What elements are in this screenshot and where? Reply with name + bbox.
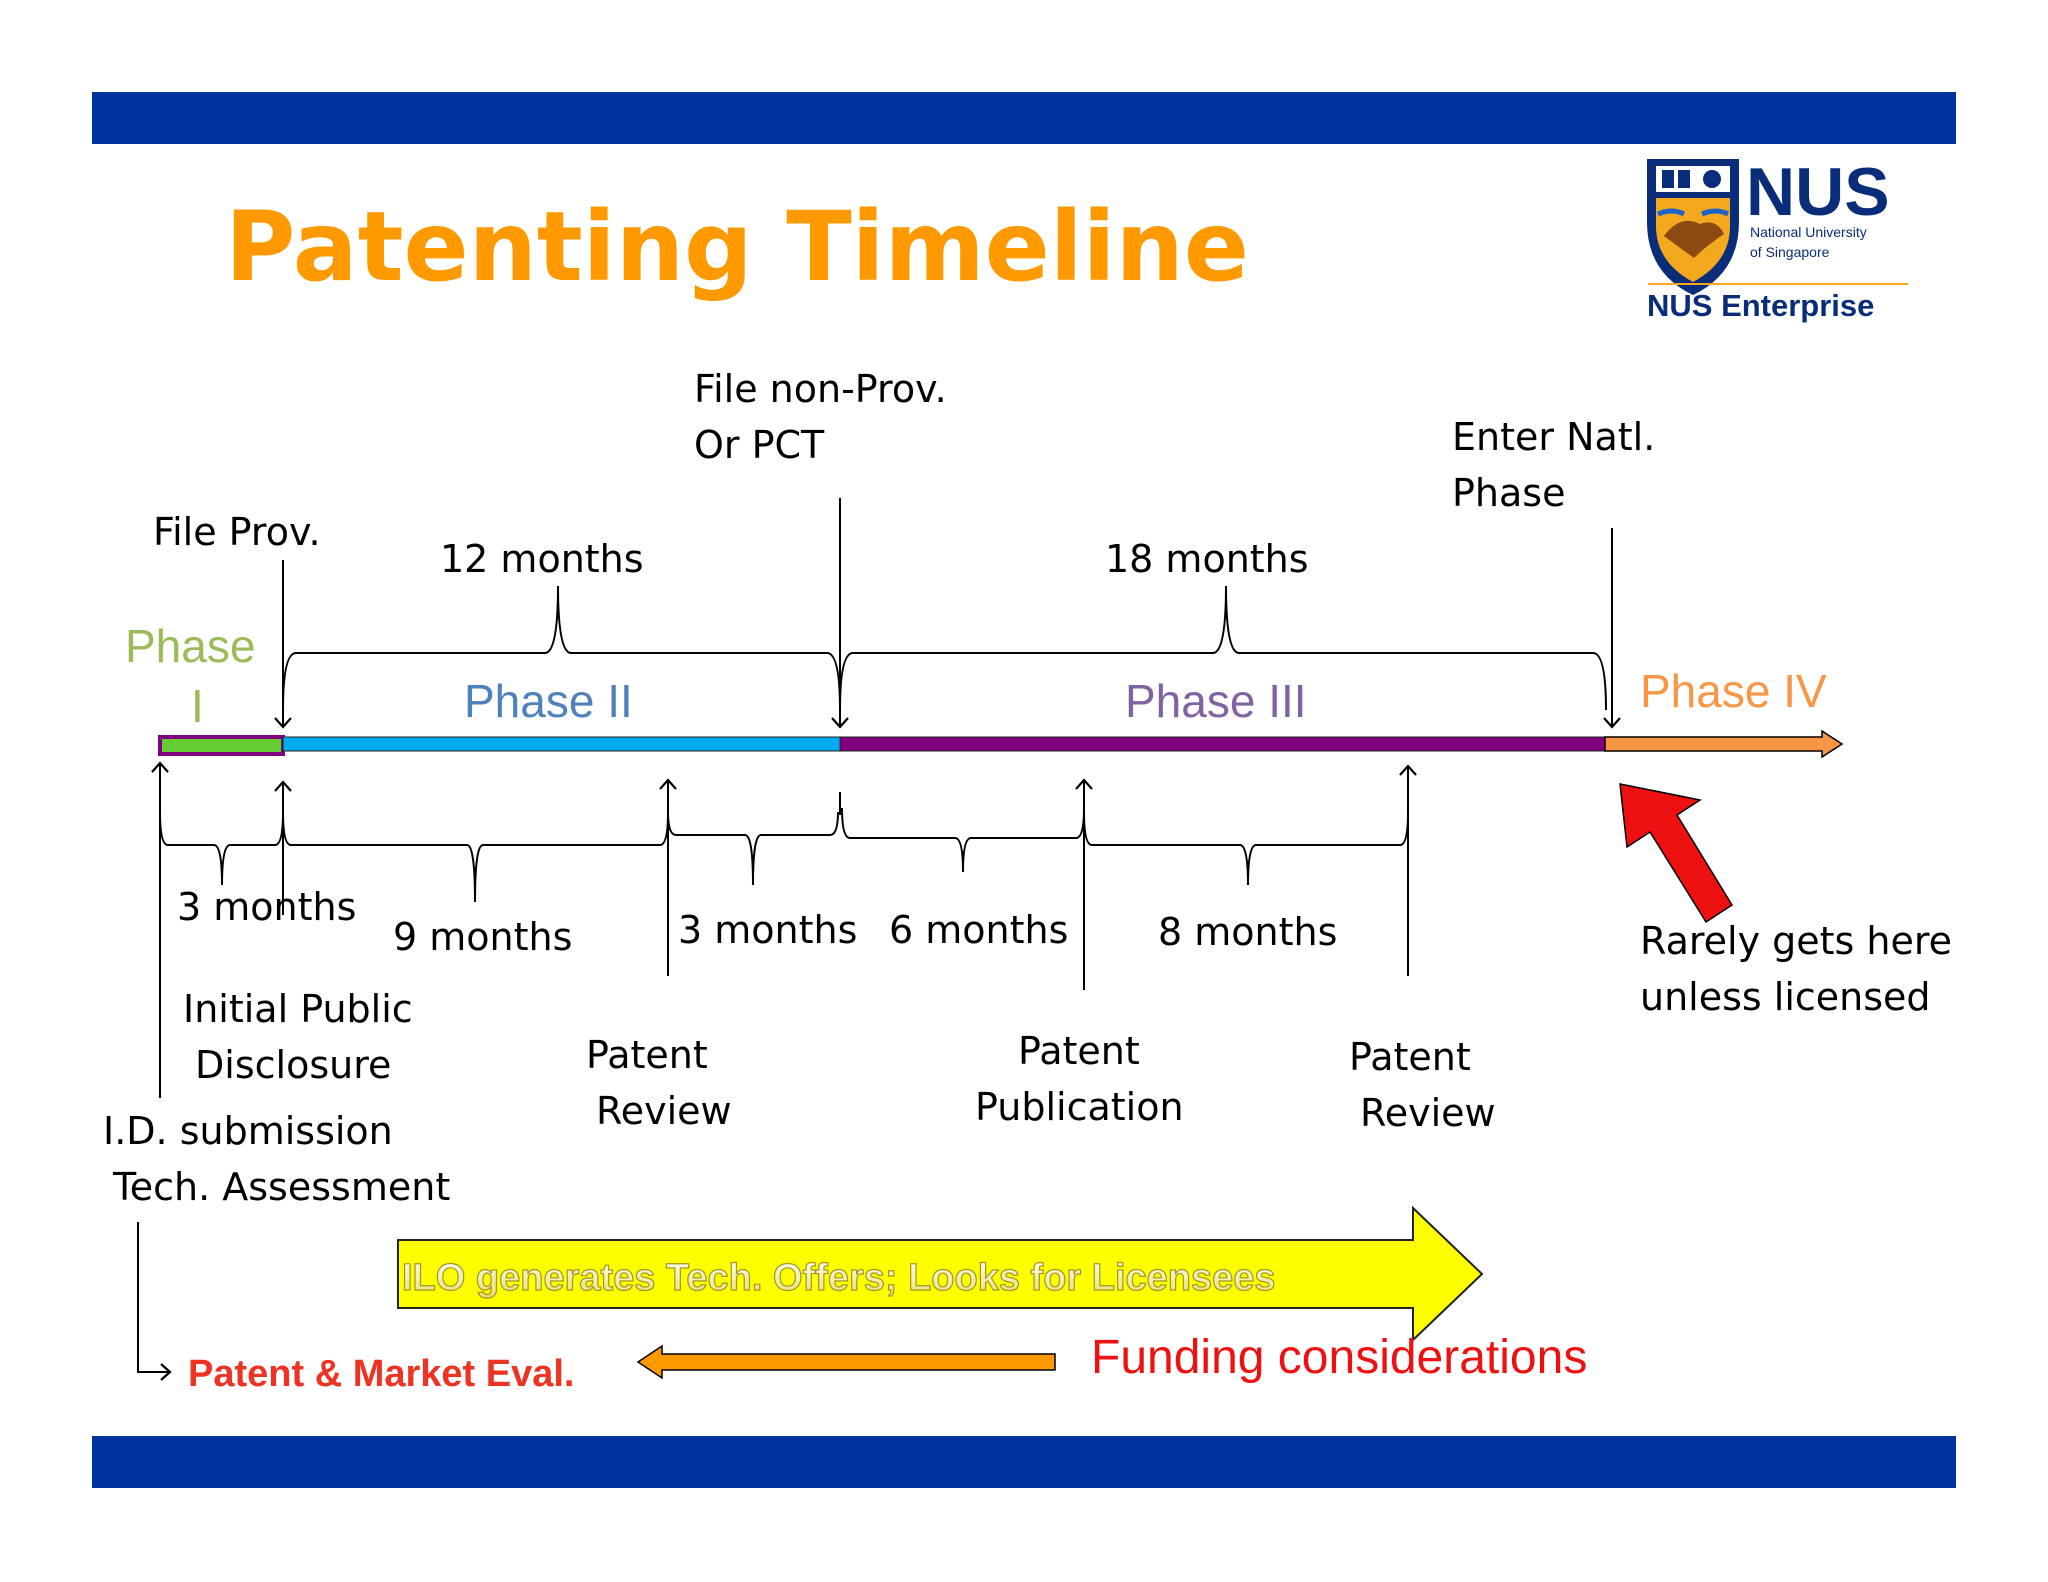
enter-natl-label-line2: Phase <box>1452 471 1565 515</box>
phase-3-bar <box>839 736 1606 752</box>
duration-18-months: 18 months <box>1105 537 1309 581</box>
duration-8-months: 8 months <box>1158 910 1337 954</box>
brace-12-months <box>282 585 841 711</box>
patent-market-eval-label: Patent & Market Eval. <box>188 1353 574 1395</box>
patent-publication-label-line1: Patent <box>1018 1029 1140 1073</box>
phase-1-label-line2: I <box>191 680 204 732</box>
page-title: Patenting Timeline <box>225 191 1249 303</box>
timeline-bar <box>158 729 1844 759</box>
red-arrow-icon <box>1619 783 1734 924</box>
patent-review-2-label-line1: Patent <box>1349 1035 1471 1079</box>
rarely-label-line2: unless licensed <box>1640 975 1931 1019</box>
brace-3-months-a <box>159 811 284 886</box>
funding-considerations-label: Funding considerations <box>1091 1331 1587 1384</box>
duration-3-months-b: 3 months <box>678 908 857 952</box>
duration-12-months: 12 months <box>440 537 644 581</box>
brace-9-months <box>282 811 669 903</box>
nus-crest-icon <box>1647 159 1739 296</box>
connector-patent-market <box>137 1222 172 1381</box>
phase-4-label: Phase IV <box>1640 665 1827 717</box>
rarely-label-line1: Rarely gets here <box>1640 919 1952 963</box>
id-submission-label-line1: I.D. submission <box>103 1109 393 1153</box>
file-nonprov-label-line2: Or PCT <box>694 423 825 467</box>
bottom-band <box>92 1436 1956 1488</box>
duration-3-months-a: 3 months <box>177 885 356 929</box>
brace-6-months <box>841 807 1085 873</box>
file-nonprov-label-line1: File non-Prov. <box>694 367 947 411</box>
yellow-arrow-icon <box>397 1205 1484 1343</box>
phase-2-label: Phase II <box>464 675 633 727</box>
phase-1-label-line1: Phase <box>125 620 255 672</box>
patent-review-1-label-line1: Patent <box>586 1033 708 1077</box>
initial-disclosure-label-line1: Initial Public <box>183 987 413 1031</box>
patent-review-2-label-line2: Review <box>1360 1091 1496 1135</box>
orange-left-arrow-icon <box>636 1344 1056 1380</box>
nus-logo-subtitle-1: National University <box>1750 224 1867 240</box>
brace-3-months-b <box>667 811 839 886</box>
ilo-offers-text: ILO generates Tech. Offers; Looks for Li… <box>402 1257 1276 1299</box>
initial-disclosure-label-line2: Disclosure <box>195 1043 391 1087</box>
brace-8-months <box>1083 811 1409 886</box>
enter-natl-label-line1: Enter Natl. <box>1452 415 1655 459</box>
nus-enterprise-label: NUS Enterprise <box>1647 288 1874 323</box>
brace-18-months <box>839 585 1607 711</box>
id-submission-label-line2: Tech. Assessment <box>112 1165 450 1209</box>
phase-4-arrow <box>1604 729 1844 759</box>
file-prov-label: File Prov. <box>153 510 321 554</box>
nus-logo-subtitle-2: of Singapore <box>1750 244 1830 260</box>
nus-logo: NUS National University of Singapore NUS… <box>1647 154 1908 323</box>
duration-6-months: 6 months <box>889 908 1068 952</box>
duration-9-months: 9 months <box>393 915 572 959</box>
patent-publication-label-line2: Publication <box>975 1085 1184 1129</box>
phase-3-label: Phase III <box>1125 675 1307 727</box>
top-band <box>92 92 1956 144</box>
phase-2-bar <box>282 736 841 752</box>
patent-review-1-label-line2: Review <box>596 1089 732 1133</box>
nus-logo-name: NUS <box>1746 154 1890 230</box>
phase-1-bar <box>158 735 285 756</box>
